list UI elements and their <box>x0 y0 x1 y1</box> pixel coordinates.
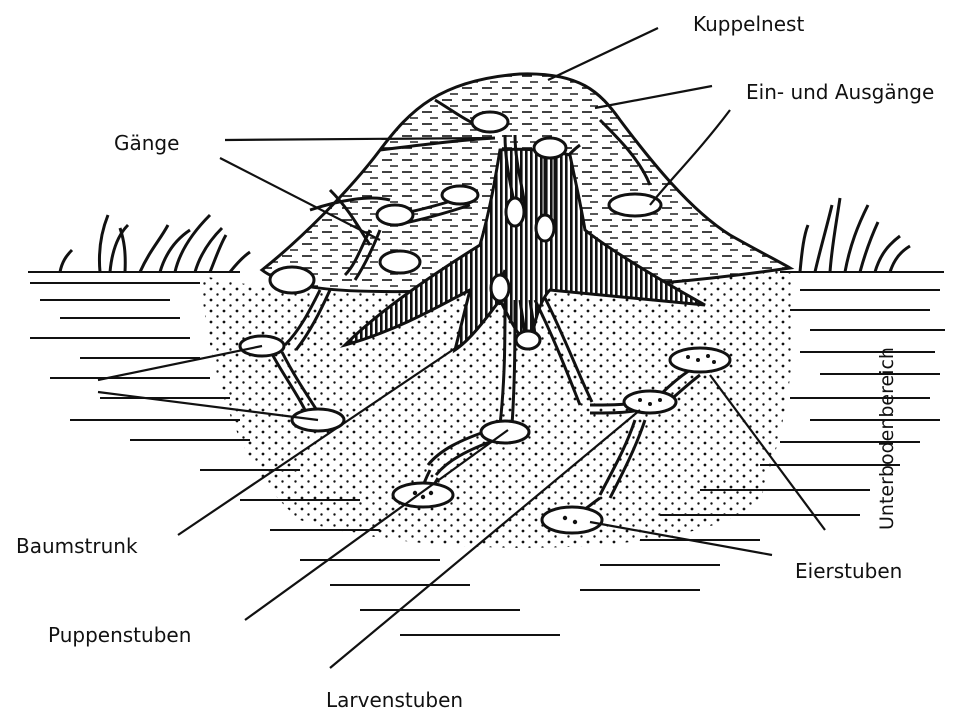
label-kuppelnest: Kuppelnest <box>693 14 804 34</box>
label-unterbodenbereich: Unterbodenbereich <box>878 347 897 530</box>
label-larvenstuben: Larvenstuben <box>326 690 463 710</box>
grass-left <box>60 215 250 272</box>
label-puppenstuben: Puppenstuben <box>48 625 191 645</box>
label-gaenge: Gänge <box>114 133 179 153</box>
label-ein-und-ausgaenge: Ein- und Ausgänge <box>746 82 934 102</box>
label-eierstuben: Eierstuben <box>795 561 902 581</box>
grass-right <box>800 198 910 272</box>
soil-region <box>200 268 794 548</box>
label-baumstrunk: Baumstrunk <box>16 536 138 556</box>
